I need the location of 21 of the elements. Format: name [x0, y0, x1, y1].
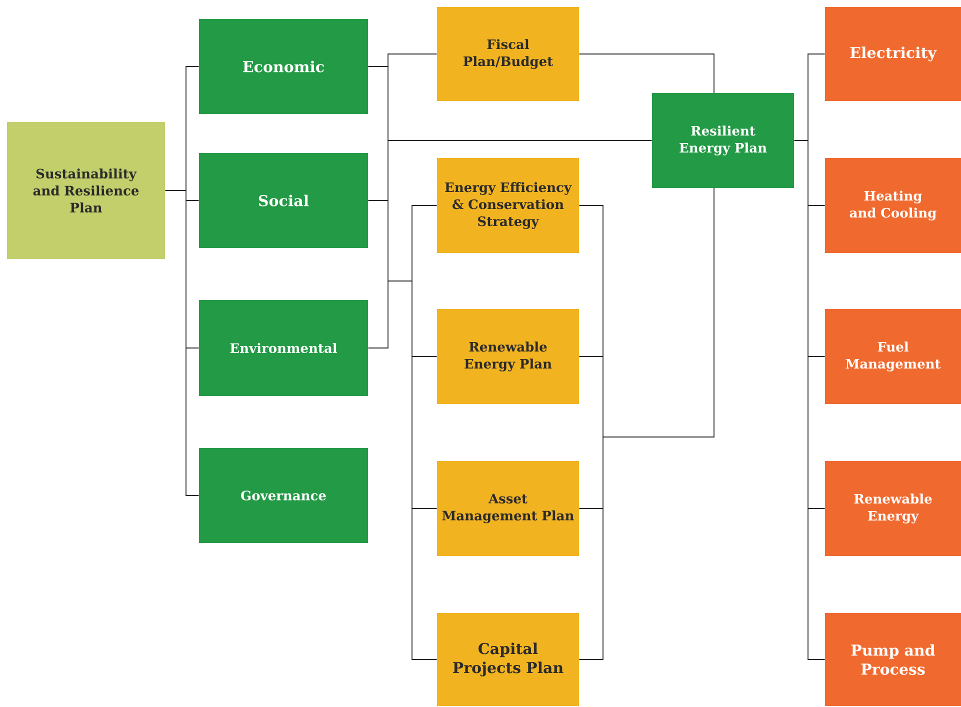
connector-line: [164, 66, 200, 496]
sector-box: Fuel Management: [825, 309, 961, 404]
pillar-box: Environmental: [199, 300, 368, 396]
plan-box: Energy Efficiency & Conservation Strategy: [437, 158, 579, 253]
sector-box: Pump and Process: [825, 613, 961, 706]
connector-line: [578, 54, 714, 94]
pillar-box: Governance: [199, 448, 368, 543]
pillar-box: Economic: [199, 19, 368, 114]
pillar-box: Social: [199, 153, 368, 248]
sector-box: Renewable Energy: [825, 461, 961, 556]
plan-box: Renewable Energy Plan: [437, 309, 579, 404]
plan-box: Sustainability and Resilience Plan: [7, 122, 165, 259]
connector-line: [794, 54, 826, 660]
sector-box: Electricity: [825, 7, 961, 101]
sector-box: Heating and Cooling: [825, 158, 961, 253]
plan-box: Resilient Energy Plan: [652, 93, 794, 188]
connector-line: [368, 54, 652, 660]
connector-line: [578, 188, 714, 660]
plan-box: Capital Projects Plan: [437, 613, 579, 706]
plan-box: Fiscal Plan/Budget: [437, 7, 579, 101]
plan-box: Asset Management Plan: [437, 461, 579, 556]
